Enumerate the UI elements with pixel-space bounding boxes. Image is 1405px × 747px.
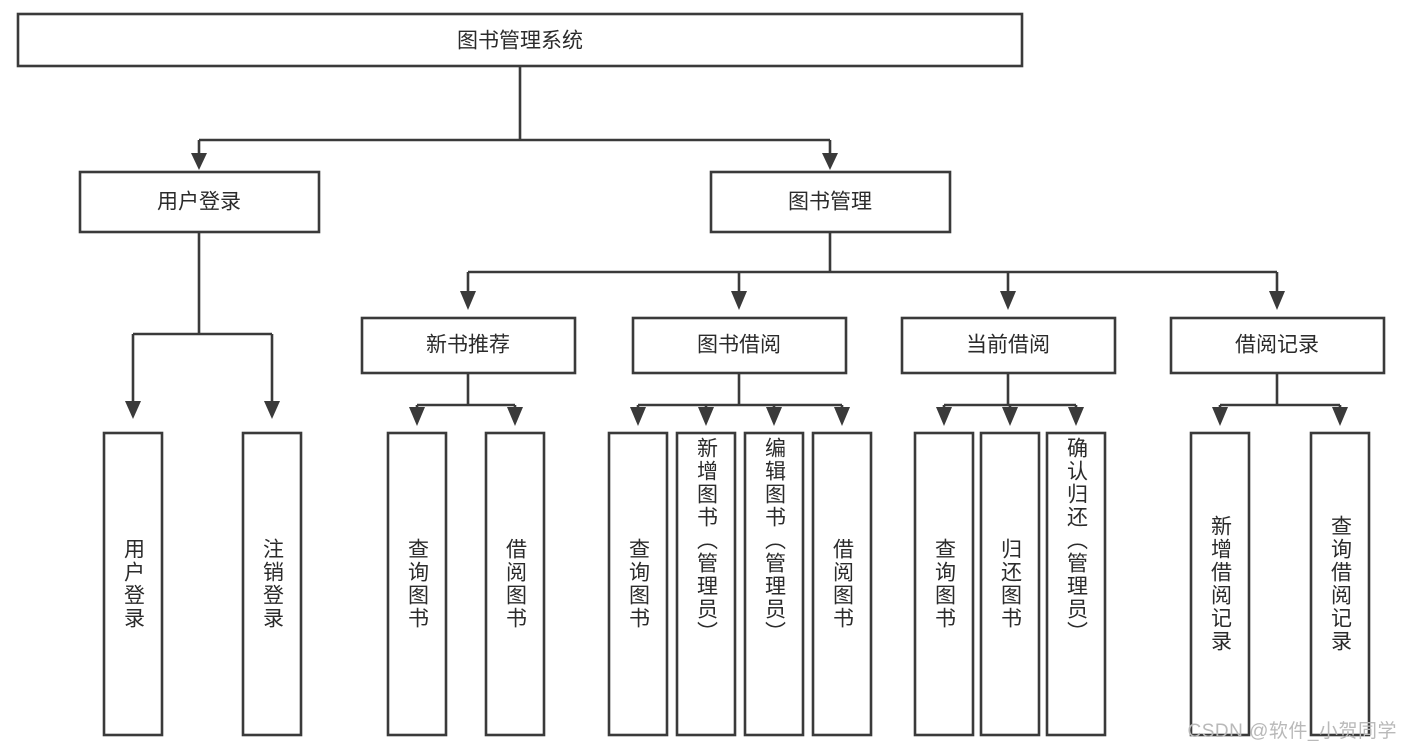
node-root-box[interactable] — [16, 12, 1024, 68]
node-current-borrow-label: 当前借阅 — [966, 334, 1050, 357]
leaf-box-book-borrow-4[interactable] — [811, 431, 873, 737]
node-root-label: 图书管理系统 — [457, 30, 583, 53]
arrow-root-to-user-login — [191, 153, 207, 170]
arrow-current-borrow-leaf1 — [936, 407, 952, 426]
leaf-box-user-login-1[interactable] — [102, 431, 164, 737]
node-new-book-recommend-label: 新书推荐 — [426, 334, 510, 357]
leaf-box-borrow-record-1[interactable] — [1189, 431, 1251, 737]
arrow-book-manage-c4 — [1269, 291, 1285, 310]
arrow-book-manage-c2 — [731, 291, 747, 310]
csdn-watermark: CSDN @软件_小贺同学 — [1187, 721, 1397, 742]
leaf-box-book-borrow-2[interactable] — [675, 431, 737, 737]
node-borrow-record-label: 借阅记录 — [1235, 334, 1319, 357]
leaf-box-current-borrow-3[interactable] — [1045, 431, 1107, 737]
arrow-current-borrow-leaf3 — [1068, 407, 1084, 426]
leaf-box-book-borrow-3[interactable] — [743, 431, 805, 737]
arrow-current-borrow-leaf2 — [1002, 407, 1018, 426]
leaf-box-current-borrow-1[interactable] — [913, 431, 975, 737]
leaf-box-new-book-2[interactable] — [484, 431, 546, 737]
arrow-book-borrow-leaf1 — [630, 407, 646, 426]
arrow-user-login-leaf1 — [125, 401, 141, 419]
node-borrow-record-box[interactable] — [1169, 316, 1386, 375]
node-new-book-recommend-box[interactable] — [360, 316, 577, 375]
node-user-login-label: 用户登录 — [157, 191, 241, 214]
arrow-book-borrow-leaf3 — [766, 407, 782, 426]
arrow-book-borrow-leaf2 — [698, 407, 714, 426]
arrow-borrow-record-leaf2 — [1332, 407, 1348, 426]
arrow-borrow-record-leaf1 — [1212, 407, 1228, 426]
arrow-new-book-leaf1 — [409, 407, 425, 426]
leaf-box-book-borrow-1[interactable] — [607, 431, 669, 737]
leaf-box-current-borrow-2[interactable] — [979, 431, 1041, 737]
arrow-user-login-leaf2 — [264, 401, 280, 419]
arrow-book-manage-c1 — [460, 291, 476, 310]
node-book-manage-label: 图书管理 — [788, 191, 872, 214]
arrow-book-manage-c3 — [1000, 291, 1016, 310]
leaf-box-borrow-record-2[interactable] — [1309, 431, 1371, 737]
node-book-borrow-label: 图书借阅 — [697, 334, 781, 357]
node-book-borrow-box[interactable] — [631, 316, 848, 375]
leaf-box-new-book-1[interactable] — [386, 431, 448, 737]
arrow-new-book-leaf2 — [507, 407, 523, 426]
leaf-box-user-login-2[interactable] — [241, 431, 303, 737]
arrow-book-borrow-leaf4 — [834, 407, 850, 426]
node-current-borrow-box[interactable] — [900, 316, 1117, 375]
arrow-root-to-book-manage — [822, 153, 838, 170]
node-book-manage-box[interactable] — [709, 170, 952, 234]
